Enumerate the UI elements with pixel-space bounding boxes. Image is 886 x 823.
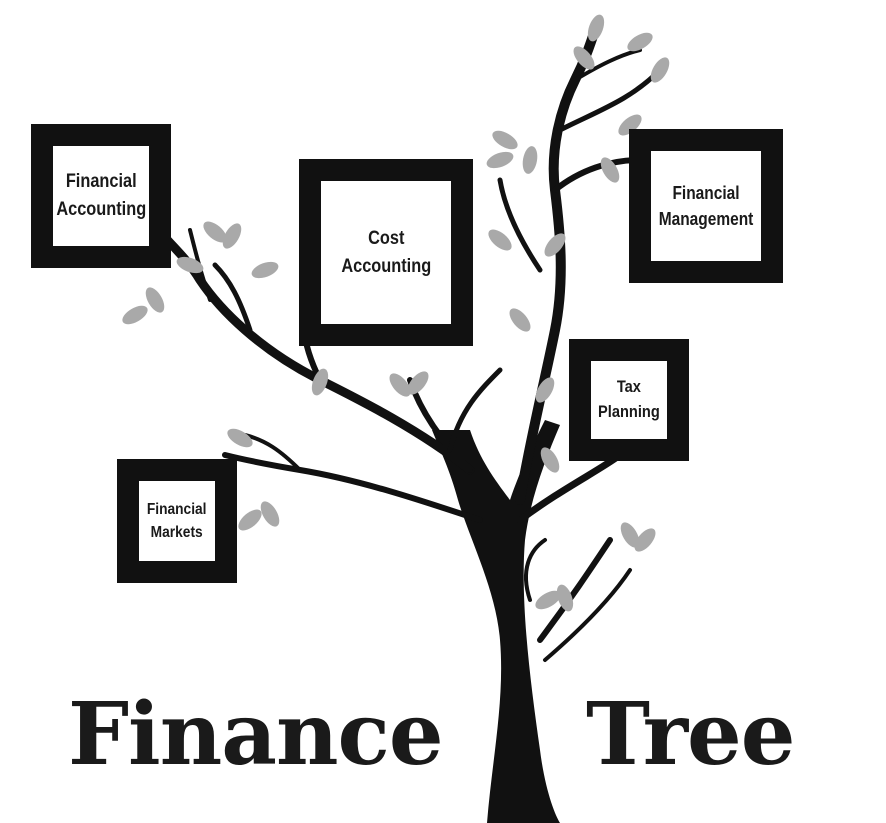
frame-text-line: Accounting: [341, 255, 431, 277]
frame-cost-accounting: Cost Accounting: [302, 162, 470, 343]
frame-text-line: Planning: [598, 402, 660, 421]
tree-leaves: [122, 14, 670, 612]
tree-branches: [145, 25, 663, 662]
frame-label-financial-accounting: Financial Accounting: [56, 168, 146, 223]
frame-label-financial-markets: Financial Markets: [147, 498, 207, 544]
frame-financial-markets: Financial Markets: [120, 462, 234, 580]
frame-label-tax-planning: Tax Planning: [598, 375, 660, 424]
frame-tax-planning: Tax Planning: [572, 342, 686, 458]
frame-text-line: Financial: [147, 500, 207, 518]
frame-financial-accounting: Financial Accounting: [34, 127, 168, 265]
frame-text-line: Accounting: [56, 199, 146, 220]
frame-text-line: Tax: [616, 377, 642, 397]
frame-text-line: Cost: [367, 227, 405, 249]
frame-text-line: Management: [658, 209, 754, 229]
frame-text-line: Markets: [150, 524, 204, 541]
title-word-tree: Tree: [586, 684, 795, 785]
title-word-finance: Finance: [68, 684, 444, 785]
frame-label-financial-management: Financial Management: [659, 180, 754, 232]
tree-trunk: [432, 420, 560, 823]
frame-financial-management: Financial Management: [632, 132, 780, 280]
frame-text-line: Financial: [65, 171, 137, 193]
frame-label-cost-accounting: Cost Accounting: [341, 225, 431, 280]
frame-text-line: Financial: [672, 182, 740, 203]
